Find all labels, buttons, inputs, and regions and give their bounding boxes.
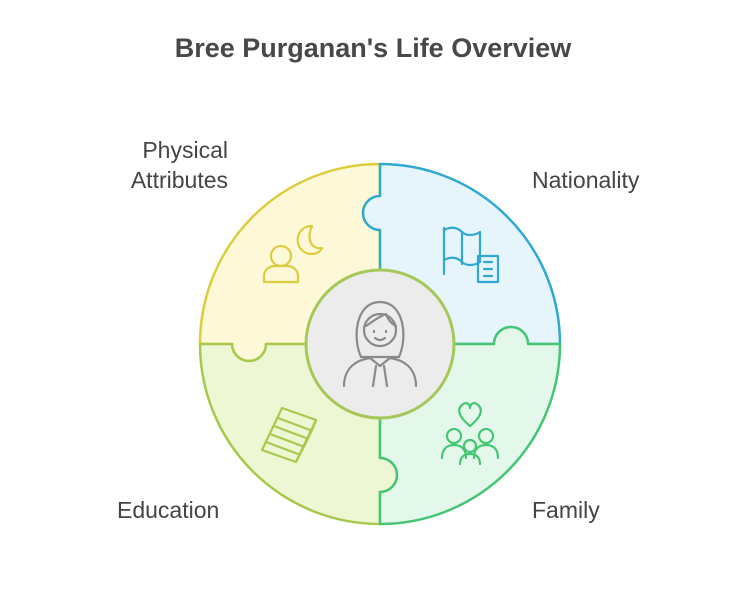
center-circle <box>304 268 456 420</box>
flag-with-building-icon <box>442 226 500 284</box>
label-education: Education <box>117 497 220 523</box>
label-family: Family <box>532 497 600 523</box>
label-physical-line2: Attributes <box>130 167 228 193</box>
label-nationality: Nationality <box>532 167 640 193</box>
woman-avatar-icon <box>342 300 418 388</box>
label-physical-attributes: Physical Attributes <box>100 135 228 195</box>
diagram-title: Bree Purganan's Life Overview <box>174 33 572 63</box>
family-with-heart-icon <box>440 402 500 466</box>
book-stack-icon <box>260 406 318 464</box>
label-physical-line1: Physical <box>142 137 228 163</box>
person-with-moon-icon <box>262 224 324 284</box>
